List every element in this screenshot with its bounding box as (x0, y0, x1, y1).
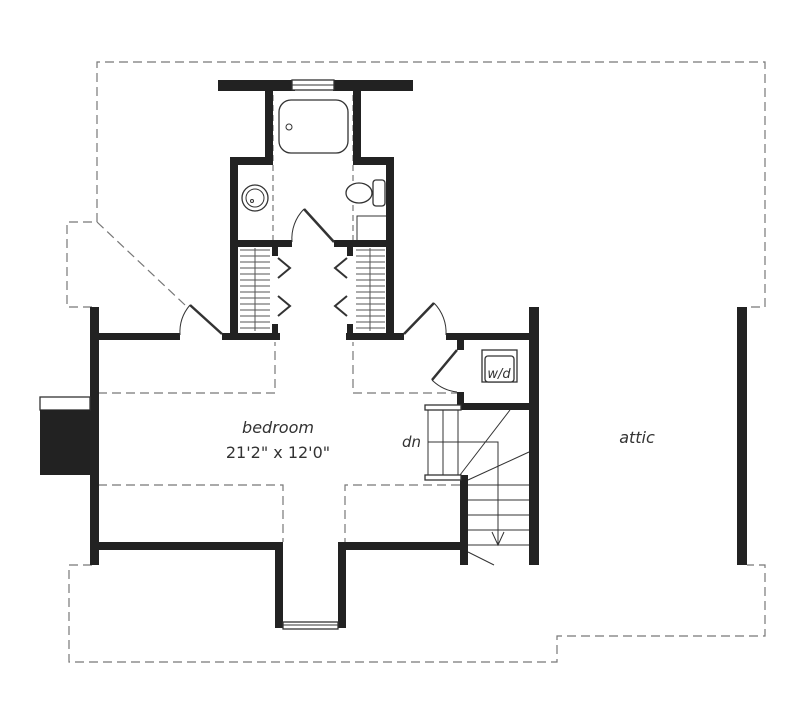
toilet (345, 179, 386, 240)
stairs: dn (402, 404, 530, 566)
attic-outline (66, 61, 766, 663)
attic-label: attic (619, 428, 655, 447)
sink (241, 184, 269, 212)
windows (282, 79, 339, 630)
doors (179, 208, 458, 393)
stairs-down-label: dn (402, 433, 421, 451)
washer-dryer: w/d (481, 349, 518, 383)
closet-right (333, 248, 385, 331)
chimney (39, 396, 91, 475)
ceiling-lines (98, 95, 460, 542)
bedroom-label: bedroom (242, 418, 314, 437)
bathtub (278, 99, 349, 154)
closet-left (240, 248, 292, 331)
bedroom-dimensions: 21'2" x 12'0" (226, 443, 330, 462)
walls (90, 80, 747, 628)
washer-dryer-label: w/d (487, 367, 511, 382)
